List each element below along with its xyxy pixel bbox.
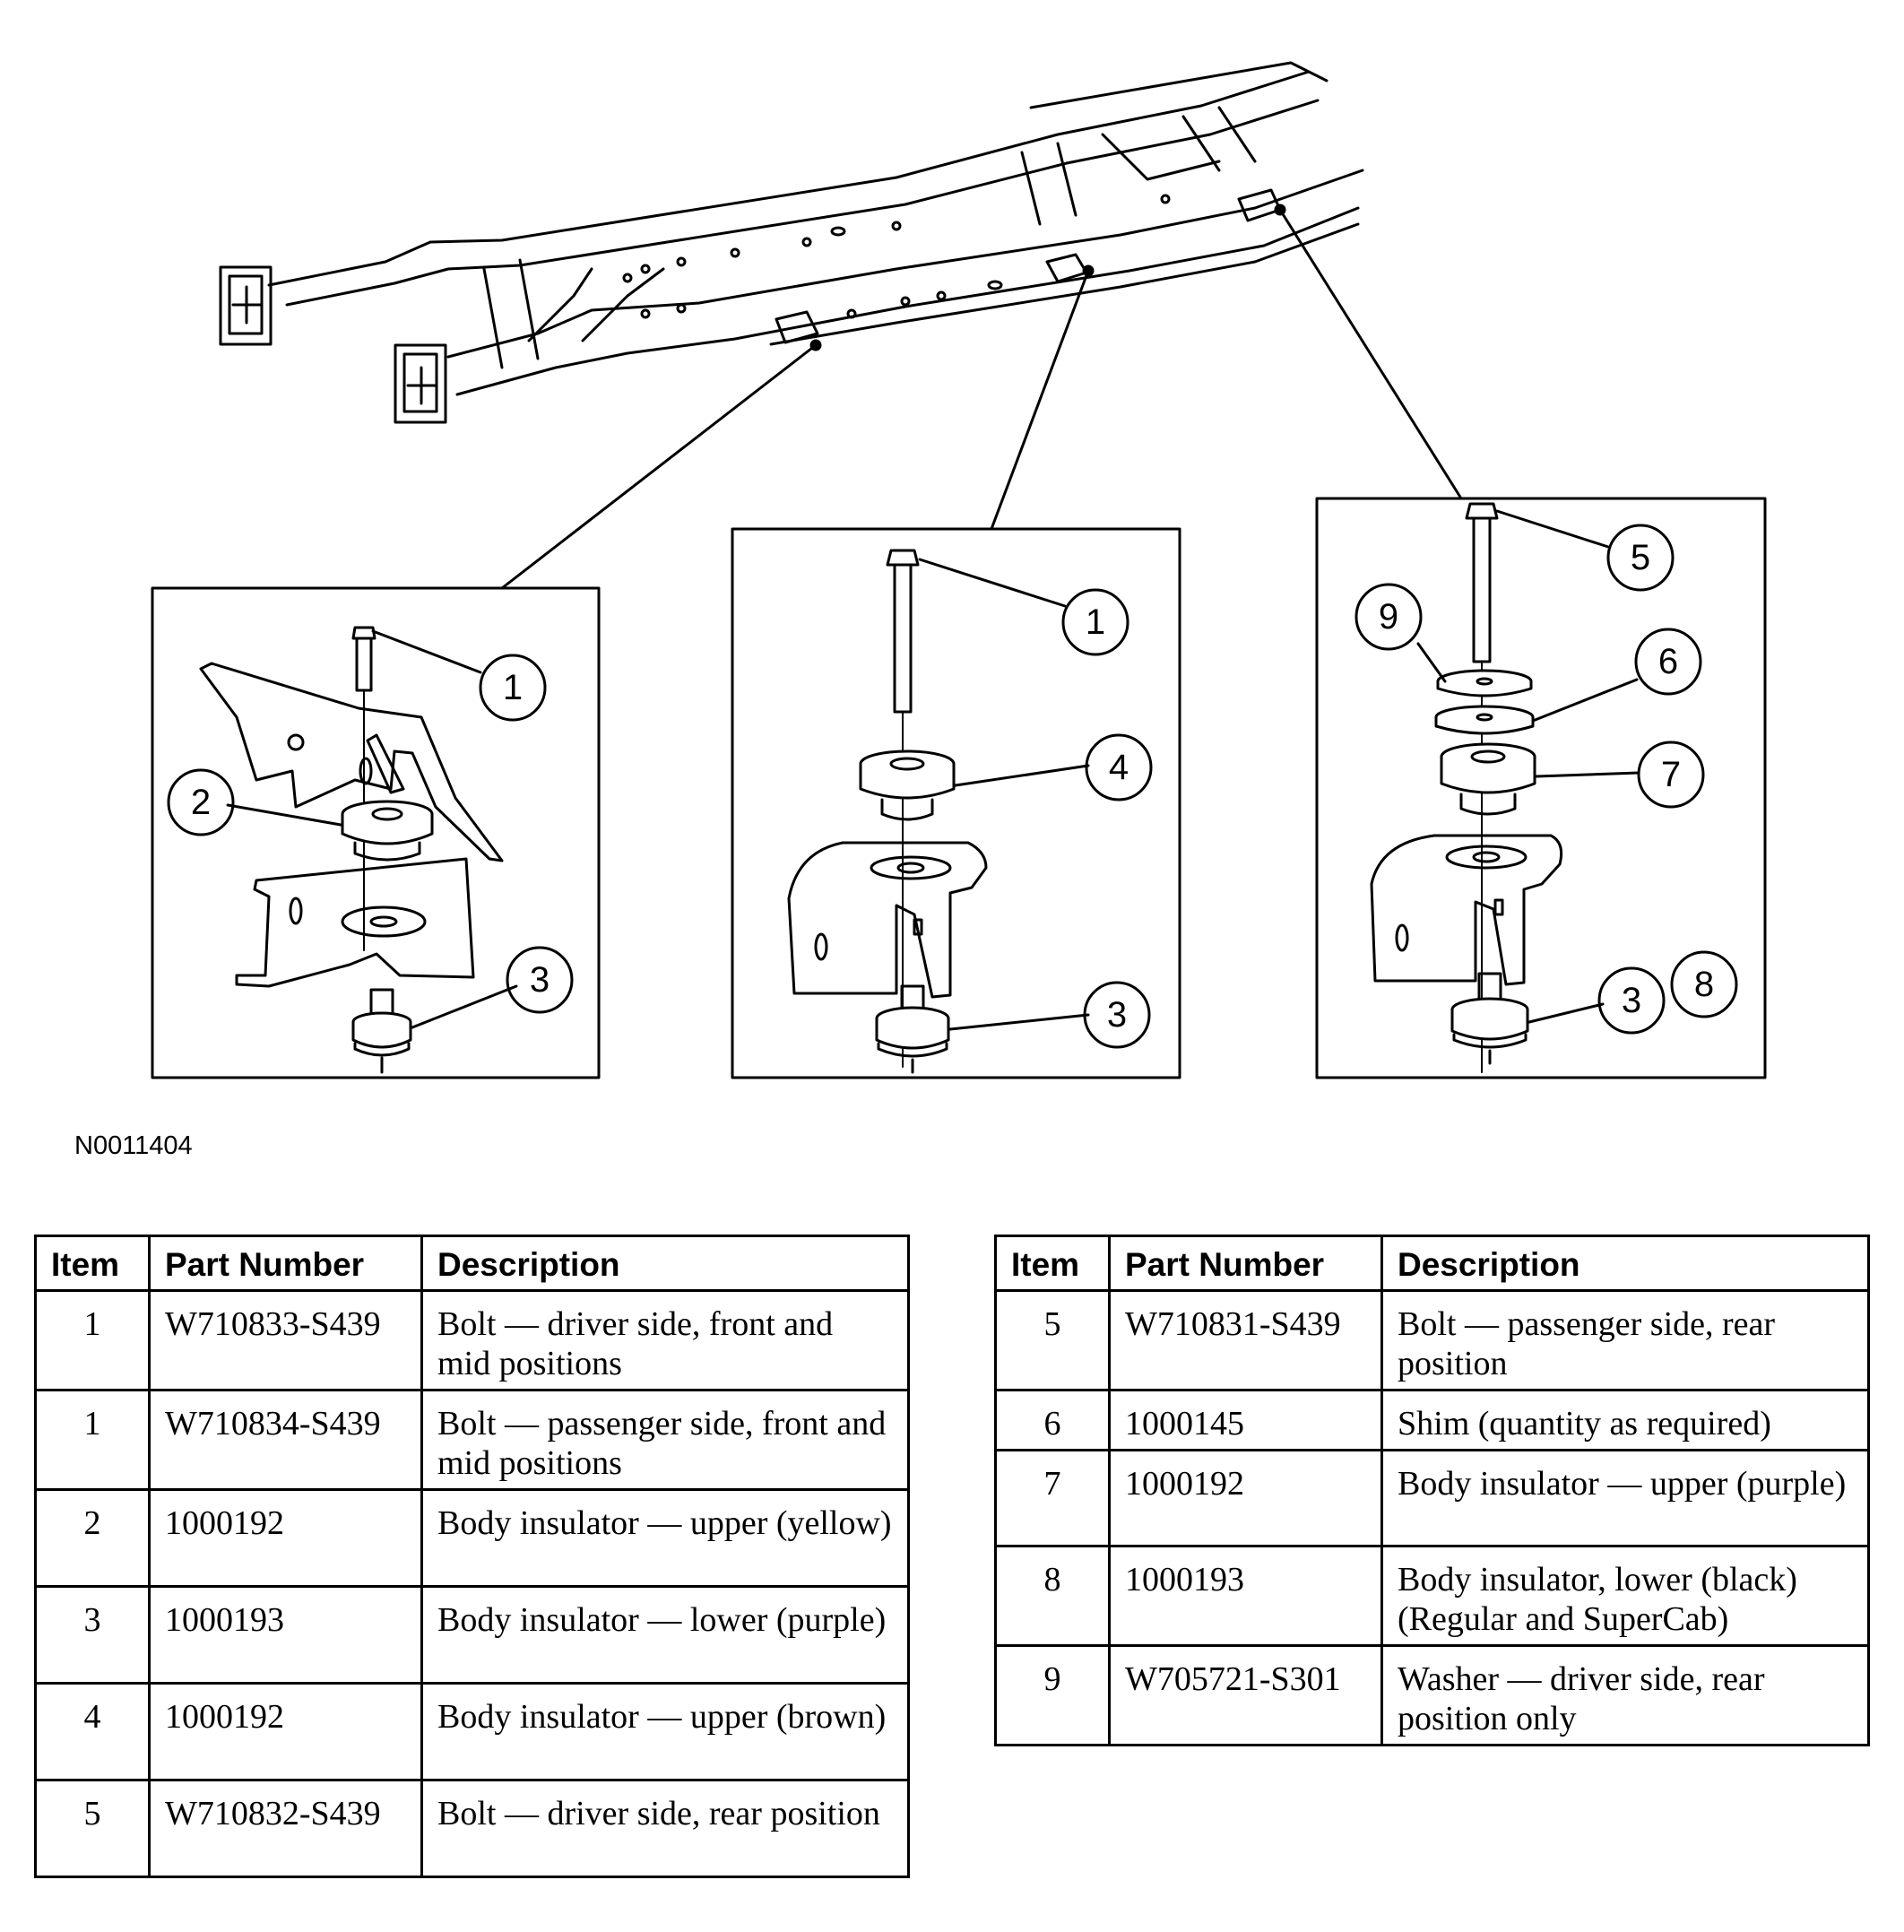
item-cell: 3	[34, 1585, 151, 1685]
item-cell: 5	[994, 1289, 1111, 1391]
item-cell: 4	[34, 1682, 151, 1781]
part-number-cell: 1000192	[148, 1682, 423, 1781]
parts-table-right: Item Part Number Description 5 W710831-S…	[994, 1235, 1870, 1746]
table-row: 2 1000192 Body insulator — upper (yellow…	[34, 1488, 910, 1588]
leader-lines	[500, 208, 1463, 590]
callout-3-panel-front: 3	[530, 960, 550, 1000]
exploded-view-diagram: 1 2 3 1 4 3 5 9 6 7 3 8	[151, 61, 1767, 1079]
part-number-cell: 1000193	[148, 1585, 423, 1685]
frame-bracket-front	[775, 310, 819, 344]
truck-frame-illustration	[219, 61, 1364, 424]
panel-rear-mount	[1315, 497, 1767, 1079]
table-row: 7 1000192 Body insulator — upper (purple…	[994, 1449, 1870, 1547]
part-number-cell: W710833-S439	[148, 1289, 423, 1391]
description-cell: Body insulator — lower (purple)	[420, 1585, 910, 1685]
description-cell: Bolt — passenger side, front and mid pos…	[420, 1389, 910, 1491]
description-cell: Shim (quantity as required)	[1380, 1389, 1870, 1451]
table-row: 4 1000192 Body insulator — upper (brown)	[34, 1682, 910, 1781]
frame-rail-rear-lower	[285, 99, 1320, 307]
table-header-row: Item Part Number Description	[994, 1235, 1870, 1292]
description-cell: Washer — driver side, rear position only	[1380, 1644, 1870, 1746]
frame-rail-front-lower	[455, 206, 1360, 396]
description-cell: Body insulator — upper (purple)	[1380, 1449, 1870, 1547]
panel-mid-mount	[731, 527, 1181, 1079]
table-header-row: Item Part Number Description	[34, 1235, 910, 1292]
table-row: 6 1000145 Shim (quantity as required)	[994, 1389, 1870, 1451]
description-cell: Body insulator — upper (yellow)	[420, 1488, 910, 1588]
frame-horn-left	[219, 265, 273, 346]
item-cell: 1	[34, 1389, 151, 1491]
description-cell: Body insulator, lower (black) (Regular a…	[1380, 1545, 1870, 1647]
header-item: Item	[34, 1235, 151, 1292]
description-cell: Bolt — driver side, rear position	[420, 1779, 910, 1878]
frame-rail-rear	[267, 70, 1311, 287]
item-cell: 9	[994, 1644, 1111, 1746]
table-row: 8 1000193 Body insulator, lower (black) …	[994, 1545, 1870, 1647]
callout-6-panel-rear: 6	[1658, 642, 1678, 681]
item-cell: 8	[994, 1545, 1111, 1647]
table-row: 9 W705721-S301 Washer — driver side, rea…	[994, 1644, 1870, 1746]
item-cell: 7	[994, 1449, 1111, 1547]
header-description: Description	[1380, 1235, 1870, 1292]
item-cell: 2	[34, 1488, 151, 1588]
item-cell: 1	[34, 1289, 151, 1391]
header-part-number: Part Number	[1108, 1235, 1383, 1292]
part-number-cell: W710832-S439	[148, 1779, 423, 1878]
callout-9-panel-rear: 9	[1379, 597, 1398, 637]
description-cell: Bolt — driver side, front and mid positi…	[420, 1289, 910, 1391]
callout-2-panel-front: 2	[191, 783, 211, 822]
callout-5-panel-rear: 5	[1631, 538, 1650, 577]
panel-front-mount	[151, 586, 601, 1079]
callout-3-panel-rear: 3	[1622, 981, 1641, 1020]
callout-1-panel-front: 1	[503, 668, 523, 707]
callout-8-panel-rear: 8	[1694, 965, 1714, 1004]
table-row: 5 W710832-S439 Bolt — driver side, rear …	[34, 1779, 910, 1878]
callout-7-panel-rear: 7	[1661, 755, 1681, 794]
header-description: Description	[420, 1235, 910, 1292]
callout-circles	[167, 524, 1738, 1049]
table-row: 3 1000193 Body insulator — lower (purple…	[34, 1585, 910, 1685]
callout-4-panel-mid: 4	[1109, 748, 1129, 787]
part-number-cell: 1000145	[1108, 1389, 1383, 1451]
description-cell: Bolt — passenger side, rear position	[1380, 1289, 1870, 1391]
part-number-cell: W705721-S301	[1108, 1644, 1383, 1746]
part-number-cell: 1000193	[1108, 1545, 1383, 1647]
callout-1-panel-mid: 1	[1086, 602, 1105, 642]
parts-table-left: Item Part Number Description 1 W710833-S…	[34, 1235, 910, 1878]
part-number-cell: W710834-S439	[148, 1389, 423, 1491]
frame-horn-right	[394, 343, 447, 424]
header-part-number: Part Number	[148, 1235, 423, 1292]
part-number-cell: W710831-S439	[1108, 1289, 1383, 1391]
part-number-cell: 1000192	[1108, 1449, 1383, 1547]
table-row: 5 W710831-S439 Bolt — passenger side, re…	[994, 1289, 1870, 1391]
table-row: 1 W710834-S439 Bolt — passenger side, fr…	[34, 1389, 910, 1491]
frame-rail-front	[446, 169, 1364, 359]
part-number-cell: 1000192	[148, 1488, 423, 1588]
item-cell: 5	[34, 1779, 151, 1878]
table-row: 1 W710833-S439 Bolt — driver side, front…	[34, 1289, 910, 1391]
header-item: Item	[994, 1235, 1111, 1292]
callout-3-panel-mid: 3	[1107, 995, 1127, 1035]
figure-id: N0011404	[74, 1131, 193, 1160]
description-cell: Body insulator — upper (brown)	[420, 1682, 910, 1781]
item-cell: 6	[994, 1389, 1111, 1451]
